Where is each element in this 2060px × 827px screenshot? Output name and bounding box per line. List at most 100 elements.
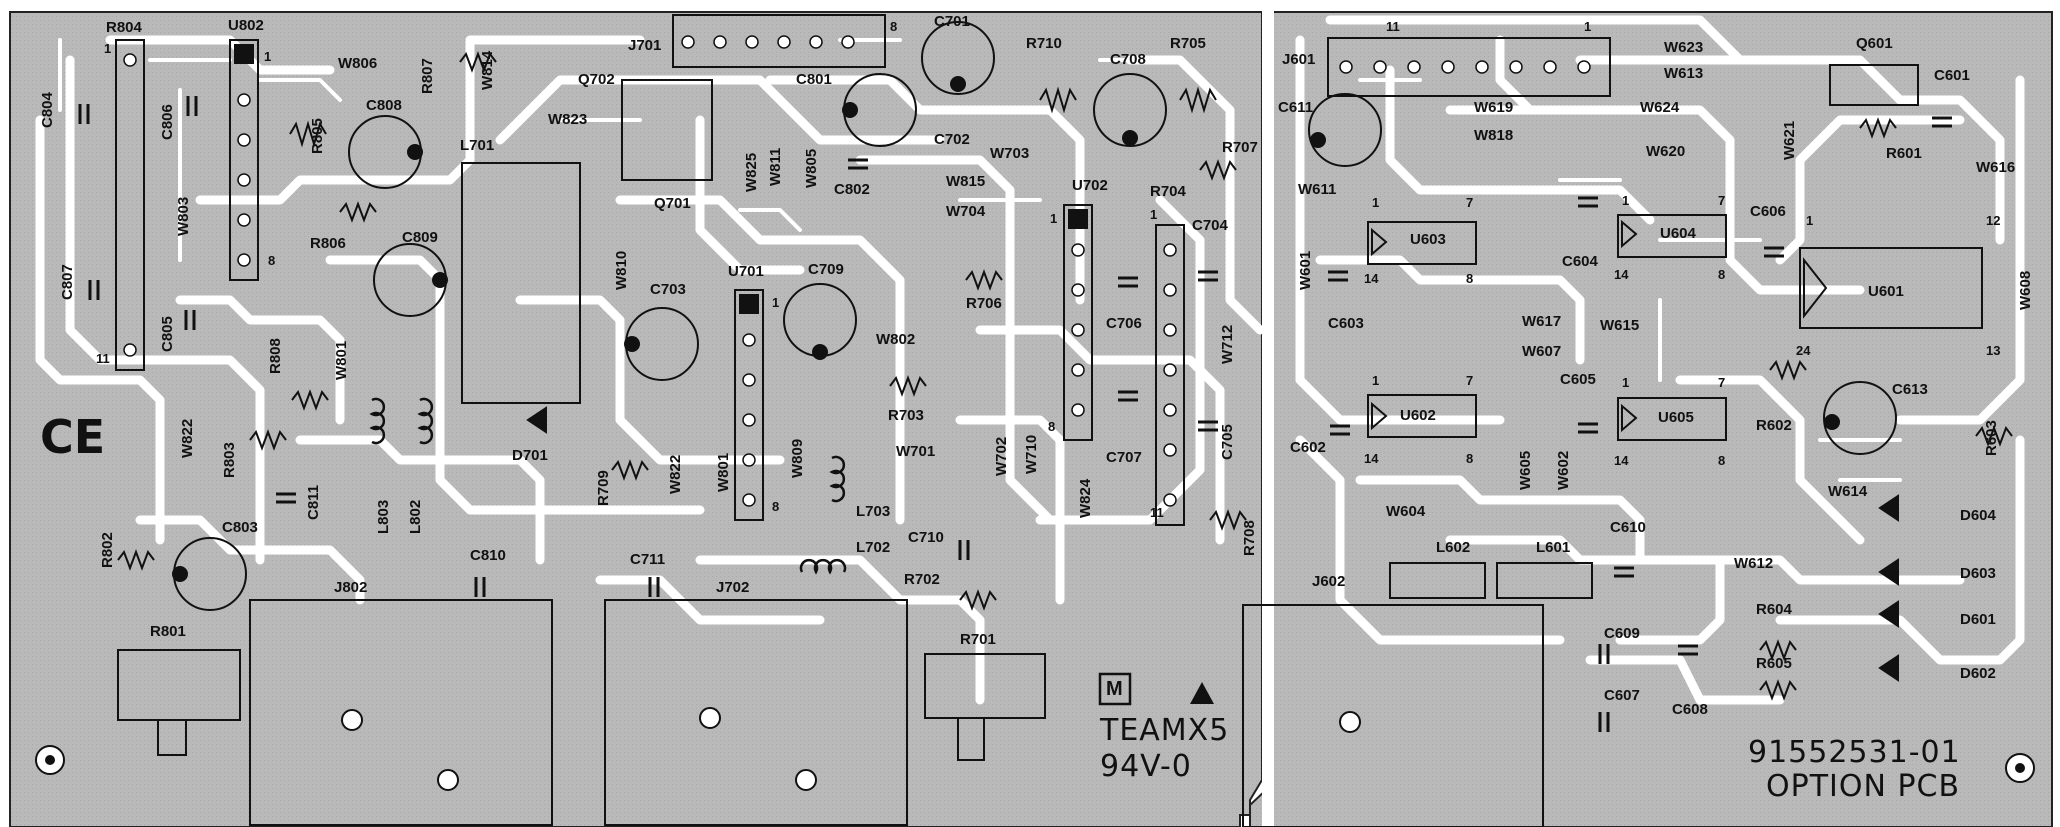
label-w605: W605 xyxy=(1517,450,1534,490)
label-q702: Q702 xyxy=(578,71,615,88)
label-r804: R804 xyxy=(106,19,142,36)
pin-label: 8 xyxy=(268,253,276,268)
pin-label: 1 xyxy=(1622,375,1630,390)
label-c613: C613 xyxy=(1892,381,1928,398)
label-w611: W611 xyxy=(1298,181,1337,198)
label-r805: R805 xyxy=(309,118,326,154)
flammability-rating: 94V-0 xyxy=(1100,749,1192,784)
label-r707: R707 xyxy=(1222,139,1258,156)
pin-label: 8 xyxy=(1048,419,1056,434)
label-c706: C706 xyxy=(1106,315,1142,332)
label-w623: W623 xyxy=(1664,39,1704,56)
label-c810: C810 xyxy=(470,547,506,564)
label-w805: W822 xyxy=(179,418,196,458)
label-w602: W602 xyxy=(1555,450,1572,490)
label-d601: D601 xyxy=(1960,611,1996,628)
label-r605: R605 xyxy=(1756,655,1792,672)
label-c603: C603 xyxy=(1328,315,1364,332)
label-u605: U605 xyxy=(1658,409,1694,426)
label-w612: W612 xyxy=(1734,555,1774,572)
label-j802-left: J802 xyxy=(334,579,368,596)
label-l601: L601 xyxy=(1536,539,1571,556)
pin-label: 1 xyxy=(1622,193,1630,208)
pin-label: 12 xyxy=(1986,213,2001,228)
label-r706: R706 xyxy=(966,295,1002,312)
label-j702: J702 xyxy=(716,579,750,596)
label-c701: C701 xyxy=(934,13,970,30)
label-r801: R801 xyxy=(150,623,186,640)
label-w615: W615 xyxy=(1600,317,1640,334)
label-w607: W607 xyxy=(1522,343,1562,360)
label-c610: C610 xyxy=(1610,519,1646,536)
label-c802: C802 xyxy=(834,181,870,198)
label-w617: W617 xyxy=(1522,313,1562,330)
label-c602: C602 xyxy=(1290,439,1326,456)
label-j701: J701 xyxy=(628,37,662,54)
label-w814: W814 xyxy=(479,50,496,90)
label-d603: D603 xyxy=(1960,565,1996,582)
label-l703: L703 xyxy=(856,503,891,520)
pin-label: 13 xyxy=(1986,343,2001,358)
label-w624: W624 xyxy=(1640,99,1680,116)
label-r708: R708 xyxy=(1241,520,1258,556)
label-c608: C608 xyxy=(1672,701,1708,718)
pin-label: 1 xyxy=(1806,213,1814,228)
pin-label: 7 xyxy=(1718,193,1726,208)
label-q601: Q601 xyxy=(1856,35,1893,52)
label-c804: C804 xyxy=(39,92,56,128)
label-r709: R709 xyxy=(595,470,612,506)
label-q701: Q701 xyxy=(654,195,691,212)
label-w822: W815 xyxy=(946,173,986,190)
label-c604: C604 xyxy=(1562,253,1598,270)
label-w604: W604 xyxy=(1386,503,1426,520)
pin-label: 1 xyxy=(772,295,780,310)
pin-label: 8 xyxy=(890,19,898,34)
pin-label: 11 xyxy=(1386,19,1400,34)
pin-label: 1 xyxy=(104,41,112,56)
label-r807: R807 xyxy=(419,58,436,94)
label-r601: R601 xyxy=(1886,145,1922,162)
label-c809: C809 xyxy=(402,229,438,246)
label-c607: C607 xyxy=(1604,687,1640,704)
label-c708: C708 xyxy=(1110,51,1146,68)
label-c702: C702 xyxy=(934,131,970,148)
label-c808: C808 xyxy=(366,97,402,114)
pin-label: 8 xyxy=(1466,451,1474,466)
label-c711: C711 xyxy=(630,551,666,568)
label-u603: U603 xyxy=(1410,231,1446,248)
label-c806: C806 xyxy=(159,104,176,140)
label-w701: W809 xyxy=(789,438,806,478)
ce-mark: CE xyxy=(40,410,106,464)
label-c805: C805 xyxy=(159,316,176,352)
label-l802: L802 xyxy=(407,499,424,534)
label-c703: C703 xyxy=(650,281,686,298)
label-w707: W824 xyxy=(1077,478,1094,518)
label-l602: L602 xyxy=(1436,539,1471,556)
label-c705: C705 xyxy=(1219,424,1236,460)
label-w802: W801 xyxy=(715,452,732,492)
label-c704: C704 xyxy=(1192,217,1228,234)
pin-label: 14 xyxy=(1614,267,1629,282)
label-u601: U601 xyxy=(1868,283,1904,300)
label-c803: C803 xyxy=(222,519,258,536)
pin-label: 11 xyxy=(96,351,110,366)
label-c601: C601 xyxy=(1934,67,1970,84)
label-c605: C605 xyxy=(1560,371,1596,388)
label-w613: W613 xyxy=(1664,65,1704,82)
pin-label: 7 xyxy=(1466,373,1474,388)
label-r705: R705 xyxy=(1170,35,1206,52)
label-w815: W805 xyxy=(803,148,820,188)
label-r806: R806 xyxy=(310,235,346,252)
label-c807: C807 xyxy=(59,264,76,300)
label-r802: R802 xyxy=(99,532,116,568)
label-r702: R702 xyxy=(904,571,940,588)
pin-label: 8 xyxy=(1466,271,1474,286)
label-w801: W704 xyxy=(946,203,986,220)
label-w818: W818 xyxy=(1474,127,1514,144)
pin-label: 7 xyxy=(1466,195,1474,210)
label-w703: W703 xyxy=(990,145,1030,162)
label-u602: U602 xyxy=(1400,407,1436,424)
label-w616: W616 xyxy=(1976,159,2016,176)
label-d701: D701 xyxy=(512,447,548,464)
